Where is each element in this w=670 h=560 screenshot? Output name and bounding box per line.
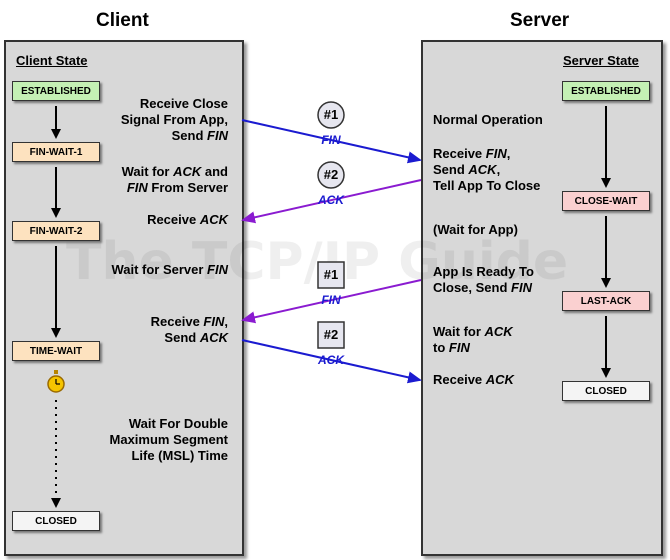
client-text-receive-close: Receive Close Signal From App, Send FIN — [120, 96, 228, 143]
client-state-header: Client State — [16, 53, 88, 68]
server-text-receive-ack: Receive ACK — [433, 372, 514, 387]
server-text-app-ready: App Is Ready To Close, Send FIN — [433, 264, 534, 295]
msg3-label: FIN — [321, 293, 341, 307]
msg2-circle — [317, 161, 345, 189]
client-text-wait-msl: Wait For Double Maximum Segment Life (MS… — [109, 416, 228, 463]
server-state-header: Server State — [563, 53, 639, 68]
client-state-fin-wait-2: FIN-WAIT-2 — [12, 221, 100, 241]
msg3-number: #1 — [323, 267, 339, 282]
server-state-established: ESTABLISHED — [562, 81, 650, 101]
server-text-wait-app: (Wait for App) — [433, 222, 518, 237]
msg2-number: #2 — [323, 167, 339, 182]
client-text-wait-ack-fin: Wait for ACK and FIN From Server — [121, 164, 228, 195]
msg4-number: #2 — [323, 327, 339, 342]
msg2-label: ACK — [318, 193, 344, 207]
msg1-circle — [317, 101, 345, 129]
server-title: Server — [510, 10, 570, 31]
msg-arrow-ack-4 — [241, 339, 422, 384]
server-state-closed: CLOSED — [562, 381, 650, 401]
client-text-wait-server-fin: Wait for Server FIN — [111, 262, 228, 277]
msg-arrow-fin-3 — [241, 279, 422, 324]
server-state-last-ack: LAST-ACK — [562, 291, 650, 311]
client-text-receive-fin-send-ack: Receive FIN, Send ACK — [150, 314, 228, 345]
msg-arrow-fin-1 — [241, 119, 422, 164]
watermark: The TCP/IP Guide — [66, 232, 569, 292]
client-text-receive-ack: Receive ACK — [147, 212, 228, 227]
client-state-fin-wait-1: FIN-WAIT-1 — [12, 142, 100, 162]
timer-icon — [47, 370, 65, 393]
server-text-wait-ack: Wait for ACK to FIN — [433, 324, 513, 355]
client-state-established: ESTABLISHED — [12, 81, 100, 101]
msg1-number: #1 — [323, 107, 339, 122]
client-panel — [4, 40, 244, 556]
client-title: Client — [96, 10, 149, 31]
msg-arrow-ack-2 — [241, 179, 422, 224]
client-state-time-wait: TIME-WAIT — [12, 341, 100, 361]
msg4-label: ACK — [318, 353, 344, 367]
server-text-normal-operation: Normal Operation — [433, 112, 543, 127]
client-state-closed: CLOSED — [12, 511, 100, 531]
msg4-square — [317, 321, 345, 349]
server-text-receive-fin-send-ack: Receive FIN, Send ACK, Tell App To Close — [433, 146, 541, 193]
msg3-square — [317, 261, 345, 289]
server-state-close-wait: CLOSE-WAIT — [562, 191, 650, 211]
msg1-label: FIN — [321, 133, 341, 147]
